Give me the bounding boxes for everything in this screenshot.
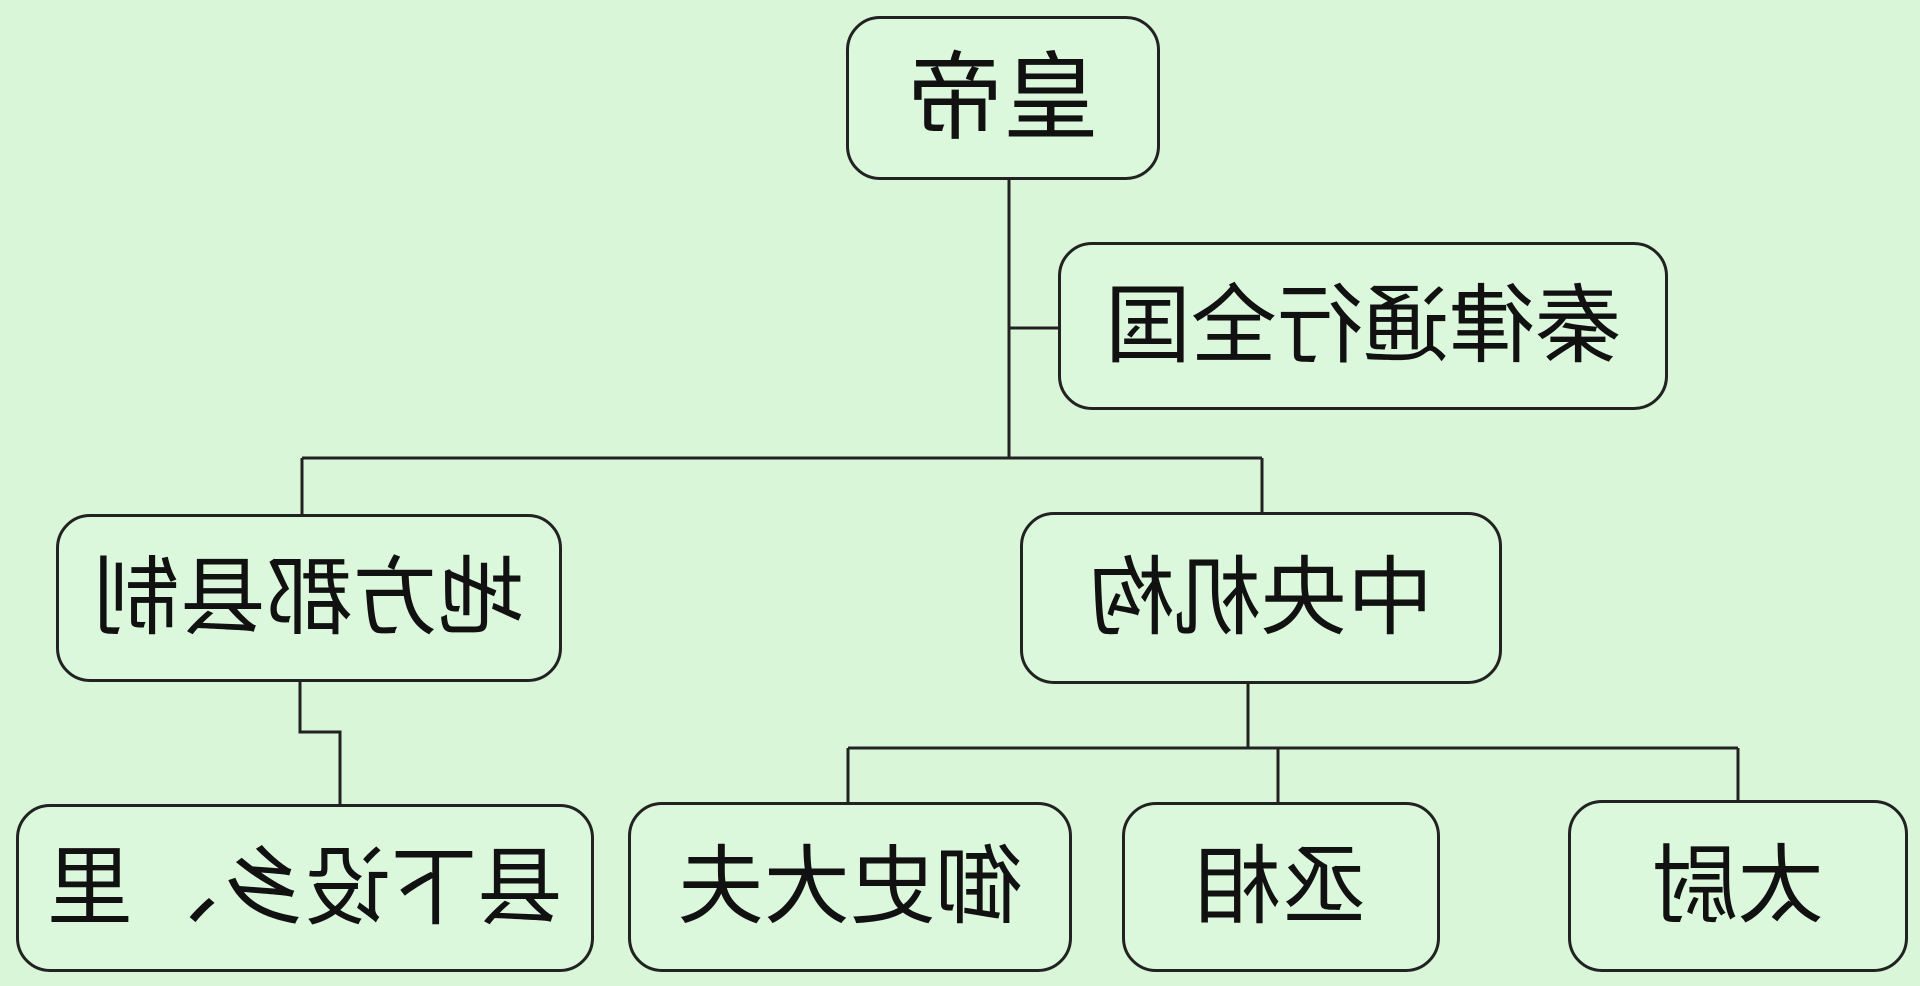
node-yushi-dafu: 御史大夫 (628, 802, 1072, 972)
node-local-system-label: 地方郡县制 (94, 548, 524, 648)
node-emperor: 皇帝 (846, 16, 1160, 180)
node-qin-law-label: 秦律通行全国 (1105, 276, 1621, 376)
node-local-system: 地方郡县制 (56, 514, 562, 682)
node-taiwei-label: 太尉 (1652, 836, 1824, 936)
node-chengxiang-label: 丞相 (1195, 837, 1367, 937)
node-chengxiang: 丞相 (1122, 802, 1440, 972)
node-emperor-label: 皇帝 (907, 42, 1099, 154)
node-yushi-dafu-label: 御史大夫 (678, 837, 1022, 937)
node-county-subdivision-label: 县下设乡、里 (47, 838, 563, 938)
node-qin-law: 秦律通行全国 (1058, 242, 1668, 410)
node-central-institutions-label: 中央机构 (1089, 548, 1433, 648)
node-county-subdivision: 县下设乡、里 (16, 804, 594, 972)
node-taiwei: 太尉 (1568, 800, 1908, 972)
connector-local-to-county (298, 682, 342, 804)
node-central-institutions: 中央机构 (1020, 512, 1502, 684)
